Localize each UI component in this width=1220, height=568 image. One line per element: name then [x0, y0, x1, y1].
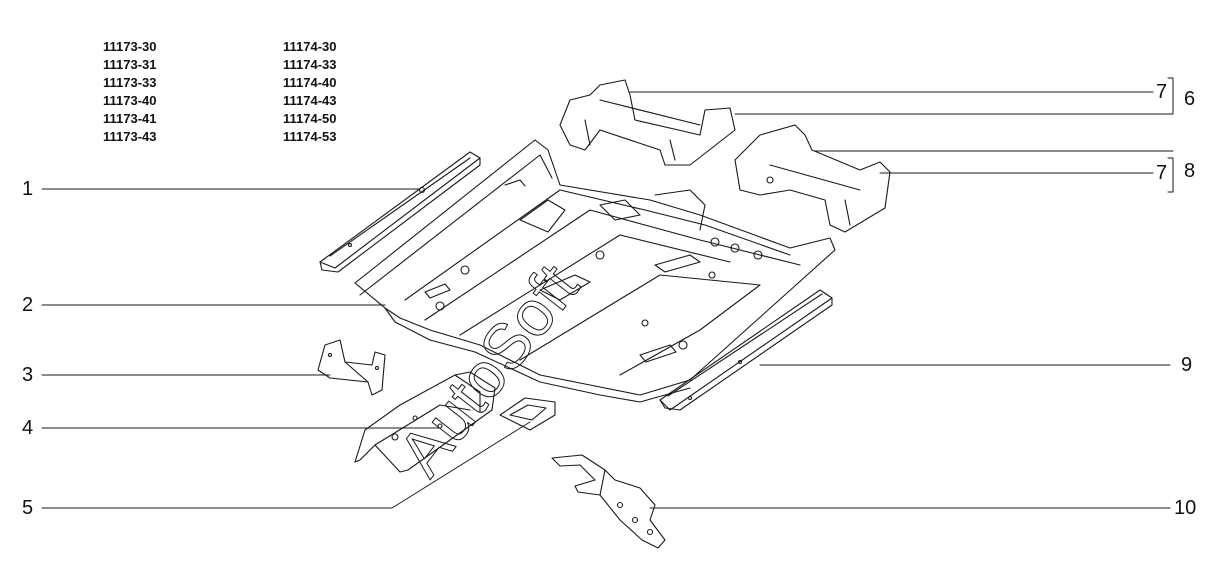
callout-6: 6 — [1184, 88, 1196, 110]
callout-8: 8 — [1184, 160, 1196, 182]
leader-lines — [41, 77, 1174, 509]
callout-2: 2 — [22, 294, 34, 316]
part-8-crossmember — [734, 124, 891, 233]
model-code: 11173-41 — [103, 111, 157, 126]
callout-9: 9 — [1181, 354, 1193, 376]
model-codes-right: 11174-30 11174-33 11174-40 11174-43 1117… — [283, 38, 337, 146]
part-4-tunnel — [354, 371, 496, 473]
model-code: 11174-50 — [283, 111, 337, 126]
part-3-bracket — [317, 339, 386, 396]
model-code: 11173-43 — [103, 129, 157, 144]
callout-1: 1 — [22, 178, 34, 200]
model-code: 11173-31 — [103, 57, 157, 72]
callout-10: 10 — [1174, 497, 1197, 519]
part-9-sill-rail — [659, 289, 833, 411]
model-code: 11173-40 — [103, 93, 157, 108]
part-1-sill-rail — [319, 151, 481, 273]
part-6-crossmember — [559, 79, 736, 166]
model-code: 11173-33 — [103, 75, 157, 90]
watermark: AutoSoft — [384, 251, 592, 489]
callout-4: 4 — [22, 417, 34, 439]
callout-5: 5 — [22, 497, 34, 519]
callout-7-top: 7 — [1156, 81, 1168, 103]
model-code: 11174-53 — [283, 129, 337, 144]
model-codes-left: 11173-30 11173-31 11173-33 11173-40 1117… — [103, 38, 157, 146]
part-10-bracket — [551, 454, 666, 549]
part-2-floor-pan — [354, 139, 836, 403]
model-code: 11174-33 — [283, 57, 337, 72]
model-code: 11174-30 — [283, 39, 337, 54]
callout-3: 3 — [22, 364, 34, 386]
model-code: 11174-43 — [283, 93, 337, 108]
model-code: 11173-30 — [103, 39, 157, 54]
part-5-plate — [499, 397, 556, 431]
model-code: 11174-40 — [283, 75, 337, 90]
callout-7-bottom: 7 — [1156, 162, 1168, 184]
